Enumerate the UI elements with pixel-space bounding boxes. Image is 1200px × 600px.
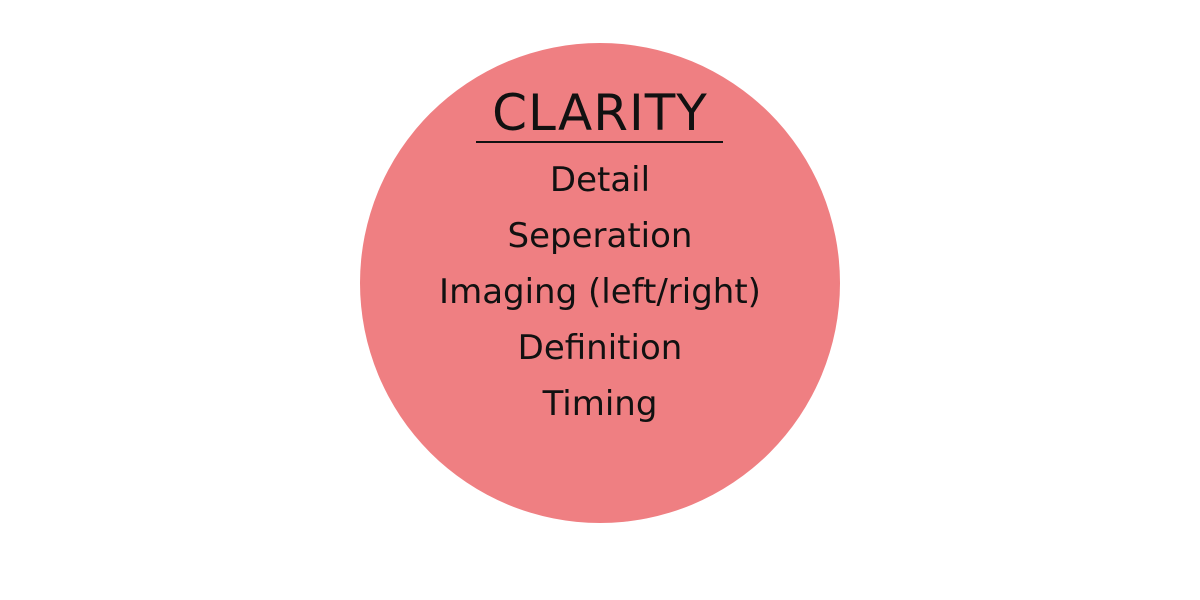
item-imaging: Imaging (left/right) — [439, 272, 761, 312]
item-timing: Timing — [542, 384, 658, 424]
item-definition: Definition — [517, 328, 683, 368]
item-seperation: Seperation — [507, 216, 693, 256]
clarity-circle — [360, 43, 840, 523]
circle-title: CLARITY — [492, 84, 708, 142]
item-detail: Detail — [549, 160, 651, 200]
title-underline — [476, 141, 723, 143]
